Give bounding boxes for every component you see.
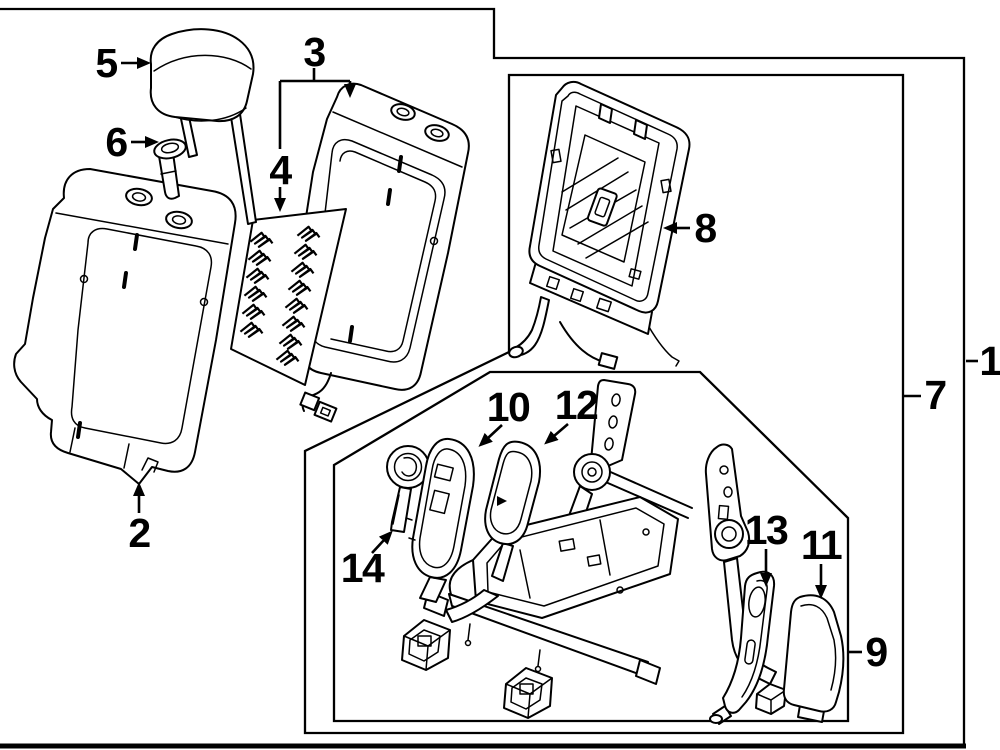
track-foot-cover (503, 667, 553, 719)
callout-8: 8 (663, 205, 718, 251)
callout-11: 11 (801, 522, 843, 599)
part-headrest-guide (153, 138, 187, 200)
headrest-guide-hole (390, 103, 416, 121)
part-seat-frame-assembly (401, 379, 777, 719)
outer-border (0, 7, 966, 749)
callout-label-1: 1 (979, 338, 1000, 384)
callout-label-14: 14 (341, 545, 385, 591)
callout-label-5: 5 (95, 40, 117, 86)
callout-12: 12 (544, 382, 599, 445)
callout-6: 6 (105, 119, 159, 165)
border-top-right (0, 7, 966, 746)
part-recliner-handle (386, 445, 430, 533)
callout-13: 13 (745, 507, 789, 587)
callout-2: 2 (128, 482, 152, 556)
callout-label-8: 8 (694, 205, 716, 251)
callout-5: 5 (95, 40, 151, 86)
callout-label-10: 10 (487, 384, 530, 430)
callout-label-2: 2 (128, 510, 150, 556)
guide-grommet (125, 187, 153, 207)
guide-grommet (165, 210, 193, 230)
callout-label-6: 6 (105, 119, 127, 165)
callouts: 1 2 3 4 5 6 7 8 (95, 29, 1000, 675)
callout-label-4: 4 (269, 147, 292, 193)
part-side-shield (755, 594, 845, 723)
callout-10: 10 (478, 384, 531, 447)
callout-4: 4 (269, 147, 294, 212)
part-seat-back-heater-mat (230, 208, 347, 386)
part-recliner-cover-inner (484, 440, 541, 582)
recliner-hub (573, 453, 611, 491)
callout-label-12: 12 (555, 382, 598, 428)
callout-1: 1 (966, 338, 1000, 384)
callout-7: 7 (903, 372, 947, 418)
part-seat-back-panel (508, 80, 691, 370)
callout-label-11: 11 (801, 522, 842, 568)
callout-9: 9 (849, 629, 889, 675)
track-foot-cover (401, 619, 451, 671)
callout-label-13: 13 (745, 507, 788, 553)
part-headrest (149, 28, 257, 225)
callout-14: 14 (341, 530, 393, 591)
part-recliner-cover-outer (405, 437, 475, 603)
assembly-box-9 (332, 370, 850, 723)
callout-3: 3 (278, 29, 356, 149)
part-seat-back-frame (290, 82, 470, 423)
callout-label-9: 9 (865, 629, 887, 675)
callout-label-7: 7 (924, 372, 945, 418)
headrest-guide-hole (424, 124, 450, 142)
panel-wire (559, 321, 605, 363)
recliner-hub (714, 519, 744, 549)
part-seat-back-cushion (13, 168, 237, 485)
callout-label-3: 3 (303, 29, 325, 75)
